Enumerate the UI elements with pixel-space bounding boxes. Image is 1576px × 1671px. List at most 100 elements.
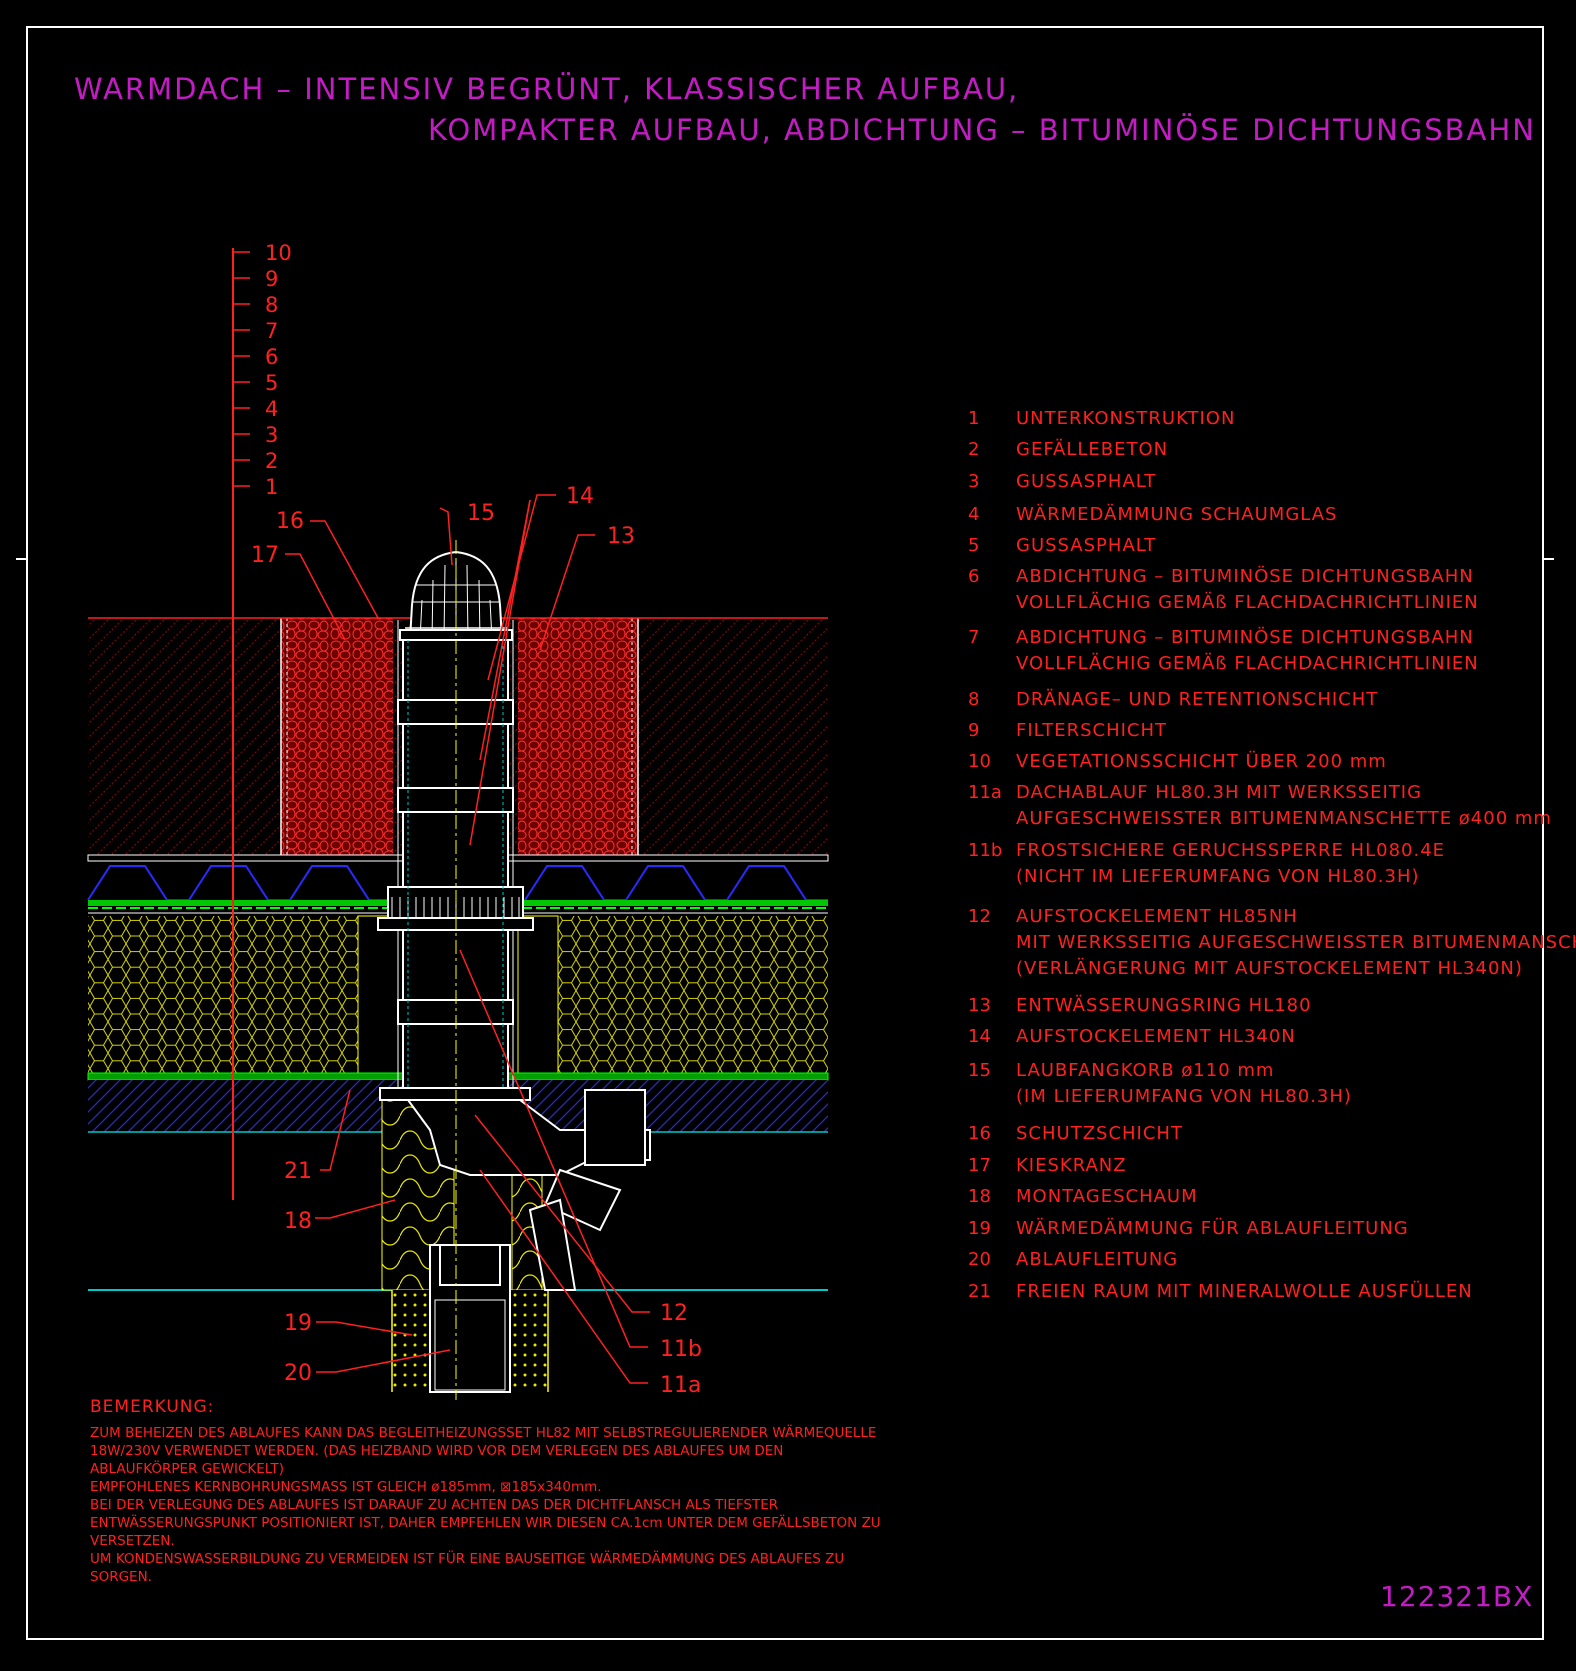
legend-text: AUFSTOCKELEMENT HL85NH bbox=[1016, 906, 1298, 927]
legend-number: 16 bbox=[968, 1123, 991, 1144]
legend-text: FILTERSCHICHT bbox=[1016, 720, 1168, 741]
legend-text: ABDICHTUNG – BITUMINÖSE DICHTUNGSBAHN bbox=[1016, 566, 1474, 587]
legend-subtext: VOLLFLÄCHIG GEMÄß FLACHDACHRICHTLINIEN bbox=[1016, 592, 1479, 613]
legend-text: ABLAUFLEITUNG bbox=[1016, 1249, 1179, 1270]
remark-line: ENTWÄSSERUNGSPUNKT POSITIONIERT IST, DAH… bbox=[90, 1515, 881, 1531]
legend-number: 14 bbox=[968, 1026, 991, 1047]
legend-text: WÄRMEDÄMMUNG FÜR ABLAUFLEITUNG bbox=[1016, 1218, 1409, 1239]
legend-number: 5 bbox=[968, 535, 980, 556]
callout-12: 12 bbox=[660, 1301, 688, 1326]
title-line-1: WARMDACH – INTENSIV BEGRÜNT, KLASSISCHER… bbox=[74, 72, 1020, 106]
legend-number: 18 bbox=[968, 1186, 991, 1207]
legend-text: DRÄNAGE– UND RETENTIONSCHICHT bbox=[1016, 689, 1379, 710]
legend-text: VEGETATIONSSCHICHT ÜBER 200 mm bbox=[1016, 751, 1387, 772]
legend-number: 21 bbox=[968, 1281, 991, 1302]
legend-number: 20 bbox=[968, 1249, 991, 1270]
remark-line: 18W/230V VERWENDET WERDEN. (DAS HEIZBAND… bbox=[90, 1443, 784, 1459]
pipe-insulation bbox=[391, 1290, 549, 1392]
scale-label: 1 bbox=[265, 475, 278, 499]
scale-label: 7 bbox=[265, 319, 278, 343]
legend-text: LAUBFANGKORB ø110 mm bbox=[1016, 1060, 1275, 1081]
roof-drain bbox=[377, 550, 651, 1291]
legend-number: 7 bbox=[968, 627, 980, 648]
legend-number: 13 bbox=[968, 995, 991, 1016]
legend-text: SCHUTZSCHICHT bbox=[1016, 1123, 1183, 1144]
legend-number: 15 bbox=[968, 1060, 991, 1081]
drainage-layer bbox=[87, 865, 828, 901]
remark-line: EMPFOHLENES KERNBOHRUNGSMASS IST GLEICH … bbox=[90, 1479, 602, 1495]
legend-text: KIESKRANZ bbox=[1016, 1155, 1127, 1176]
scale-label: 5 bbox=[265, 371, 278, 395]
scale-label: 2 bbox=[265, 449, 278, 473]
legend-subtext: VOLLFLÄCHIG GEMÄß FLACHDACHRICHTLINIEN bbox=[1016, 653, 1479, 674]
legend-number: 4 bbox=[968, 504, 980, 525]
callout-16: 16 bbox=[276, 509, 304, 534]
scale-label: 10 bbox=[265, 241, 292, 265]
title-line-2: KOMPAKTER AUFBAU, ABDICHTUNG – BITUMINÖS… bbox=[428, 113, 1536, 147]
frame-tick-right bbox=[1544, 558, 1554, 560]
legend-number: 8 bbox=[968, 689, 980, 710]
remark-line: SORGEN. bbox=[90, 1569, 152, 1585]
legend-number: 10 bbox=[968, 751, 991, 772]
insulation-right bbox=[558, 916, 828, 1073]
callout-11b: 11b bbox=[660, 1337, 702, 1362]
legend-text: ENTWÄSSERUNGSRING HL180 bbox=[1016, 995, 1312, 1016]
legend-number: 3 bbox=[968, 471, 980, 492]
legend-text: AUFSTOCKELEMENT HL340N bbox=[1016, 1026, 1296, 1047]
callout-labels: 16 17 15 14 13 21 18 19 20 12 11b 11a bbox=[251, 484, 702, 1398]
legend-text: FREIEN RAUM MIT MINERALWOLLE AUSFÜLLEN bbox=[1016, 1281, 1473, 1302]
remarks: BEMERKUNG: ZUM BEHEIZEN DES ABLAUFES KAN… bbox=[90, 1398, 881, 1586]
scale-label: 6 bbox=[265, 345, 278, 369]
remark-line: VERSETZEN. bbox=[90, 1533, 175, 1549]
legend-subtext: (IM LIEFERUMFANG VON HL80.3H) bbox=[1016, 1086, 1352, 1107]
frame-tick-left bbox=[16, 558, 26, 560]
gravel-ring-left bbox=[281, 618, 393, 855]
callout-11a: 11a bbox=[660, 1373, 701, 1398]
legend-subtext: AUFGESCHWEISSTER BITUMENMANSCHETTE ø400 … bbox=[1016, 808, 1552, 829]
legend-text: WÄRMEDÄMMUNG SCHAUMGLAS bbox=[1016, 504, 1338, 525]
legend-subtext: MIT WERKSSEITIG AUFGESCHWEISSTER BITUMEN… bbox=[1016, 932, 1576, 953]
legend-text: GUSSASPHALT bbox=[1016, 535, 1157, 556]
legend-text: UNTERKONSTRUKTION bbox=[1016, 408, 1236, 429]
legend-number: 2 bbox=[968, 439, 980, 460]
callout-17: 17 bbox=[251, 543, 279, 568]
legend-subtext: (VERLÄNGERUNG MIT AUFSTOCKELEMENT HL340N… bbox=[1016, 958, 1523, 979]
insulation-left bbox=[88, 916, 358, 1073]
drawing-number: 122321BX bbox=[1380, 1580, 1534, 1613]
callout-13: 13 bbox=[607, 524, 635, 549]
legend-text: MONTAGESCHAUM bbox=[1016, 1186, 1198, 1207]
legend-number: 12 bbox=[968, 906, 991, 927]
callout-14: 14 bbox=[566, 484, 594, 509]
drawing-frame bbox=[26, 26, 1544, 1640]
legend-text: DACHABLAUF HL80.3H MIT WERKSSEITIG bbox=[1016, 782, 1423, 803]
scale-label: 8 bbox=[265, 293, 278, 317]
callout-20: 20 bbox=[284, 1361, 312, 1386]
legend-text: GEFÄLLEBETON bbox=[1016, 439, 1169, 460]
scale-label: 9 bbox=[265, 267, 278, 291]
scale-label: 3 bbox=[265, 423, 278, 447]
callout-18: 18 bbox=[284, 1209, 312, 1234]
callout-19: 19 bbox=[284, 1311, 312, 1336]
leader-lines bbox=[285, 494, 650, 1384]
legend-number: 9 bbox=[968, 720, 980, 741]
legend-number: 17 bbox=[968, 1155, 991, 1176]
remarks-heading: BEMERKUNG: bbox=[90, 1397, 215, 1417]
legend-number: 11b bbox=[968, 840, 1003, 861]
legend-text: GUSSASPHALT bbox=[1016, 471, 1157, 492]
callout-15: 15 bbox=[467, 501, 495, 526]
remark-line: ZUM BEHEIZEN DES ABLAUFES KANN DAS BEGLE… bbox=[90, 1425, 877, 1441]
scale-label: 4 bbox=[265, 397, 278, 421]
gravel-ring-right bbox=[518, 618, 638, 855]
legend-number: 19 bbox=[968, 1218, 991, 1239]
legend-number: 11a bbox=[968, 782, 1002, 803]
legend-subtext: (NICHT IM LIEFERUMFANG VON HL80.3H) bbox=[1016, 866, 1420, 887]
legend-text: ABDICHTUNG – BITUMINÖSE DICHTUNGSBAHN bbox=[1016, 627, 1474, 648]
remark-line: BEI DER VERLEGUNG DES ABLAUFES IST DARAU… bbox=[90, 1497, 779, 1513]
remarks-lines: ZUM BEHEIZEN DES ABLAUFES KANN DAS BEGLE… bbox=[90, 1424, 881, 1586]
legend-number: 1 bbox=[968, 408, 980, 429]
remark-line: UM KONDENSWASSERBILDUNG ZU VERMEIDEN IST… bbox=[90, 1551, 845, 1567]
callout-21: 21 bbox=[284, 1159, 312, 1184]
